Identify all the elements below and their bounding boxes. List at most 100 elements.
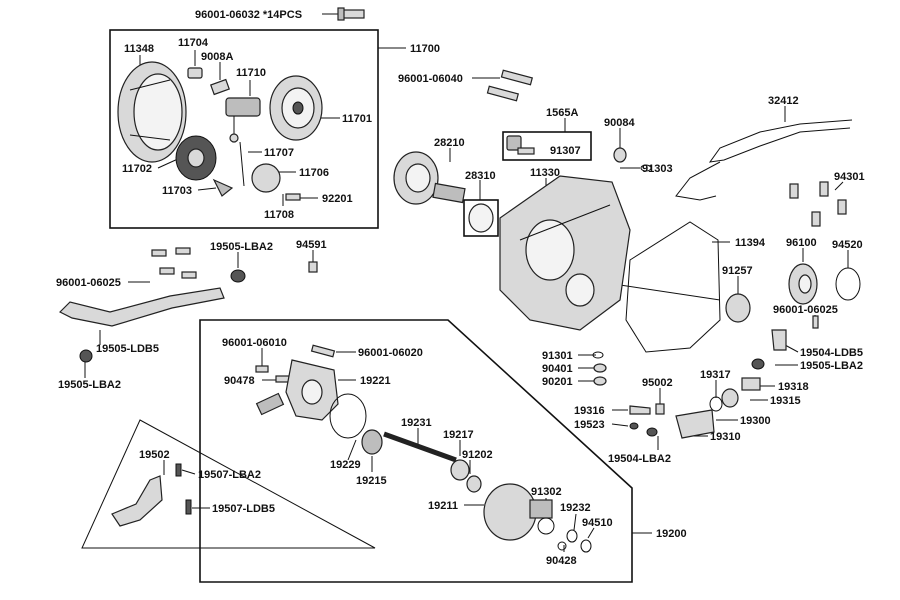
bolt-96001-06032-shape <box>337 7 365 21</box>
label-19318: 19318 <box>778 381 809 393</box>
washer-90401-shape <box>593 363 607 373</box>
label-96001-06025-right: 96001-06025 <box>773 304 838 316</box>
label-19229: 19229 <box>330 459 361 471</box>
label-19317: 19317 <box>700 369 731 381</box>
washer-90428-shape <box>557 541 567 551</box>
label-19221: 19221 <box>360 375 391 387</box>
label-95002: 95002 <box>642 377 673 389</box>
hose-19316-shape <box>629 405 651 415</box>
label-19231: 19231 <box>401 417 432 429</box>
label-19505-lba2-top: 19505-LBA2 <box>210 241 273 253</box>
label-19505-lba2-right: 19505-LBA2 <box>800 360 863 372</box>
hose-19502-shape <box>111 475 163 527</box>
starter-cover-shape <box>117 61 187 163</box>
label-90478: 90478 <box>224 375 255 387</box>
gear-28210-shape <box>393 151 466 205</box>
pawl-shape <box>212 178 234 197</box>
oring-91302-shape <box>537 517 555 535</box>
label-96100: 96100 <box>786 237 817 249</box>
label-19232: 19232 <box>560 502 591 514</box>
label-90401: 90401 <box>542 363 573 375</box>
label-11708: 11708 <box>264 209 294 221</box>
label-91257: 91257 <box>722 265 753 277</box>
thermostat-cover-shape <box>741 377 761 391</box>
seal-91202-shape <box>466 475 482 493</box>
label-91303: 91303 <box>642 163 673 175</box>
bolt-96001-06020-shape <box>310 344 336 358</box>
pump-cover-shape <box>255 359 339 421</box>
label-94520: 94520 <box>832 239 863 251</box>
starter-handle-shape <box>225 97 261 143</box>
bearing-28310-shape <box>468 203 494 233</box>
screw-92201-shape <box>285 193 301 201</box>
label-96001-06010: 96001-06010 <box>222 337 287 349</box>
label-19217: 19217 <box>443 429 474 441</box>
label-19300: 19300 <box>740 415 771 427</box>
oil-filler-cap-shape <box>506 135 535 155</box>
label-19502: 19502 <box>139 449 170 461</box>
crankcase-cover-shape <box>499 175 631 331</box>
label-11348: 11348 <box>124 43 154 55</box>
label-94591: 94591 <box>296 239 327 251</box>
hose-group-outline <box>81 419 376 549</box>
label-19504-ldb5: 19504-LDB5 <box>800 347 863 359</box>
bolt-set-frame <box>502 131 592 161</box>
bolts-96001-06025-l-shape <box>151 247 197 279</box>
label-19507-lba2: 19507-LBA2 <box>198 469 261 481</box>
label-19505-ldb5: 19505-LDB5 <box>96 343 159 355</box>
starter-assembly-frame <box>109 29 379 229</box>
label-94301: 94301 <box>834 171 865 183</box>
nut-90201-shape <box>593 376 607 386</box>
label-91202: 91202 <box>462 449 493 461</box>
label-28310: 28310 <box>465 170 496 182</box>
hose-19504-ldb5-shape <box>771 329 787 351</box>
wire-lead-shape <box>675 161 721 201</box>
label-96001-06020: 96001-06020 <box>358 347 423 359</box>
label-19315: 19315 <box>770 395 801 407</box>
label-11394: 11394 <box>735 237 766 249</box>
starter-rope-shape <box>239 141 245 187</box>
bearing-frame <box>463 199 499 237</box>
label-11701: 11701 <box>342 113 372 125</box>
water-pump-assembly-frame <box>199 319 633 583</box>
part-labels: 96001-06032 *14PCS 11700 11348 11704 900… <box>56 9 865 567</box>
circlip-94520-shape <box>835 267 861 301</box>
clamp-19504-lba2-shape <box>646 427 658 437</box>
studs-94301-shape <box>789 181 847 227</box>
gasket-shape <box>625 221 721 353</box>
label-92201: 92201 <box>322 193 353 205</box>
clamp-19507-lba2-shape <box>175 463 182 477</box>
bolt-96001-06025-r-shape <box>812 315 819 329</box>
label-11707: 11707 <box>264 147 294 159</box>
thermostat-housing-shape <box>675 409 715 439</box>
clamp-19507-ldb5-shape <box>185 499 192 515</box>
label-90428: 90428 <box>546 555 577 567</box>
part-94591-shape <box>308 261 318 273</box>
wire-harness-shape <box>708 119 853 163</box>
label-19505-lba2-bottom: 19505-LBA2 <box>58 379 121 391</box>
hose-19505-ldb5-shape <box>58 287 225 327</box>
label-91307: 91307 <box>550 145 581 157</box>
bolt-96001-06010-shape <box>255 365 269 373</box>
label-19200: 19200 <box>656 528 687 540</box>
impeller-shape <box>361 429 383 455</box>
clamp-19523-shape <box>629 422 639 430</box>
part-9008a-shape <box>210 78 230 96</box>
label-19504-lba2: 19504-LBA2 <box>608 453 671 465</box>
bearing-96100-shape <box>788 263 818 305</box>
label-96001-06040: 96001-06040 <box>398 73 463 85</box>
oring-91301-shape <box>592 351 604 359</box>
label-96001-06025-left: 96001-06025 <box>56 277 121 289</box>
label-19523: 19523 <box>574 419 605 431</box>
pump-body-shape <box>483 483 553 541</box>
label-90084: 90084 <box>604 117 635 129</box>
clamp-19505-lba2-top-shape <box>230 269 246 283</box>
label-19310: 19310 <box>710 431 741 443</box>
pump-gasket-shape <box>329 393 367 439</box>
sensor-95002-shape <box>655 403 665 415</box>
label-19316: 19316 <box>574 405 605 417</box>
recoil-spring-shape <box>175 135 217 181</box>
label-11330: 11330 <box>530 167 560 179</box>
label-91301: 91301 <box>542 350 573 362</box>
